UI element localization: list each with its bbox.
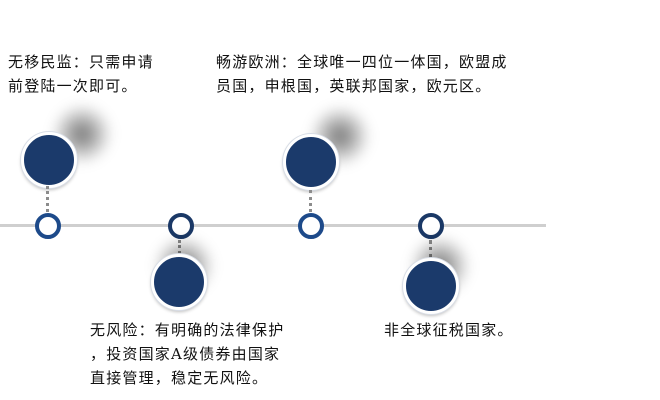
caption-no-global-tax: 非全球征税国家。 xyxy=(384,321,514,339)
timeline-node-1 xyxy=(35,213,61,239)
connector-3 xyxy=(309,190,312,212)
timeline-node-3 xyxy=(298,213,324,239)
milestone-bubble-2 xyxy=(151,254,207,310)
milestone-bubble-4 xyxy=(403,258,459,314)
caption-no-risk: 无风险：有明确的法律保护 ，投资国家A级债券由国家 直接管理，稳定无风险。 xyxy=(90,321,285,387)
connector-1 xyxy=(46,186,49,212)
caption-no-residency-requirement: 无移民监：只需申请 前登陆一次即可。 xyxy=(8,53,154,95)
caption-travel-europe: 畅游欧洲：全球唯一四位一体国，欧盟成 员国，申根国，英联邦国家，欧元区。 xyxy=(216,53,508,95)
milestone-bubble-3 xyxy=(283,134,339,190)
milestone-bubble-1 xyxy=(21,132,77,188)
timeline-line xyxy=(0,224,546,227)
